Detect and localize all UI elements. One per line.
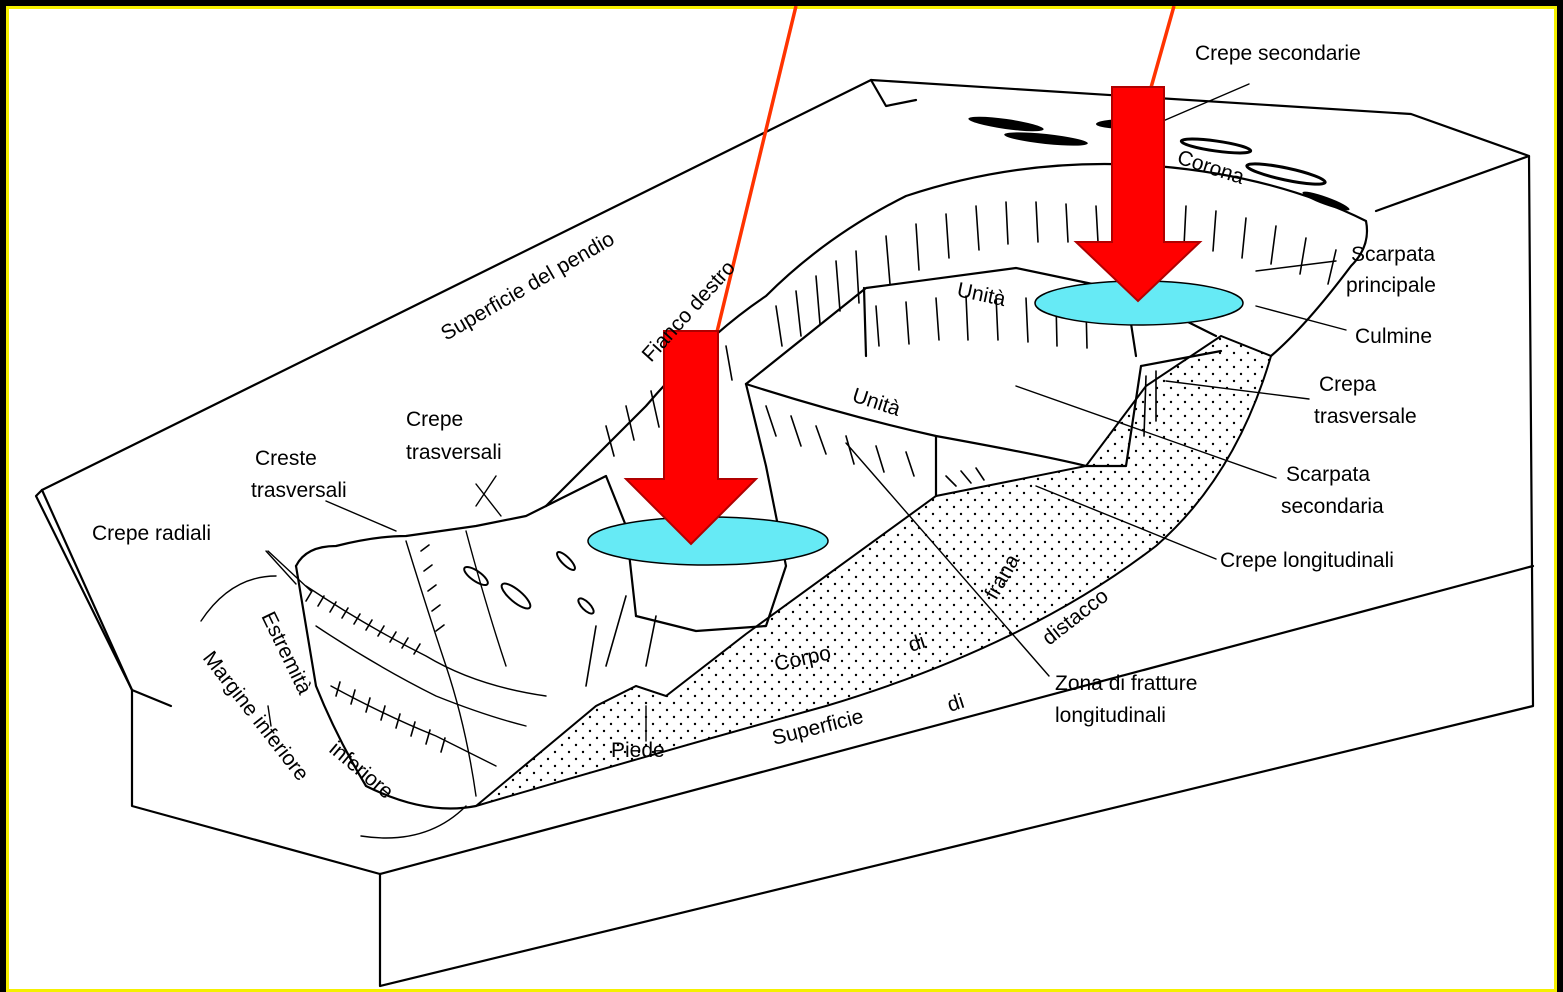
red-down-arrow-icon (1076, 87, 1200, 301)
landslide-block-diagram: Crepe secondarie Corona Scarpata princip… (6, 6, 1557, 992)
diagram-stage: Crepe secondarie Corona Scarpata princip… (6, 6, 1557, 992)
label-zona-fratture-1: Zona di fratture (1055, 672, 1197, 695)
label-crepe-radiali: Crepe radiali (92, 522, 211, 545)
label-scarpata-secondaria-2: secondaria (1281, 495, 1384, 518)
label-unita-2: Unità (849, 384, 903, 421)
label-culmine: Culmine (1355, 325, 1432, 348)
label-estremita-2: inferiore (325, 737, 398, 803)
red-down-arrow-icon (626, 331, 756, 544)
label-scarpata-principale-2: principale (1346, 274, 1436, 297)
label-crepe-trasversali-2: trasversali (406, 441, 502, 464)
label-di-2: di (944, 690, 967, 717)
label-unita-1: Unità (955, 278, 1008, 311)
label-creste-trasversali-1: Creste (255, 447, 317, 470)
label-crepe-secondarie: Crepe secondarie (1195, 42, 1361, 65)
label-zona-fratture-2: longitudinali (1055, 704, 1166, 727)
label-crepe-longitudinali: Crepe longitudinali (1220, 549, 1394, 572)
label-crepa-trasversale-1: Crepa (1319, 373, 1377, 396)
label-scarpata-secondaria-1: Scarpata (1286, 463, 1370, 486)
label-scarpata-principale-1: Scarpata (1351, 243, 1435, 266)
label-piede: Piede (611, 739, 665, 762)
label-estremita-1: Estremità (257, 608, 317, 698)
label-crepe-trasversali-1: Crepe (406, 408, 463, 431)
label-superficie-pendio: Superficie del pendio (437, 227, 618, 345)
label-crepa-trasversale-2: trasversale (1314, 405, 1417, 428)
label-creste-trasversali-2: trasversali (251, 479, 347, 502)
